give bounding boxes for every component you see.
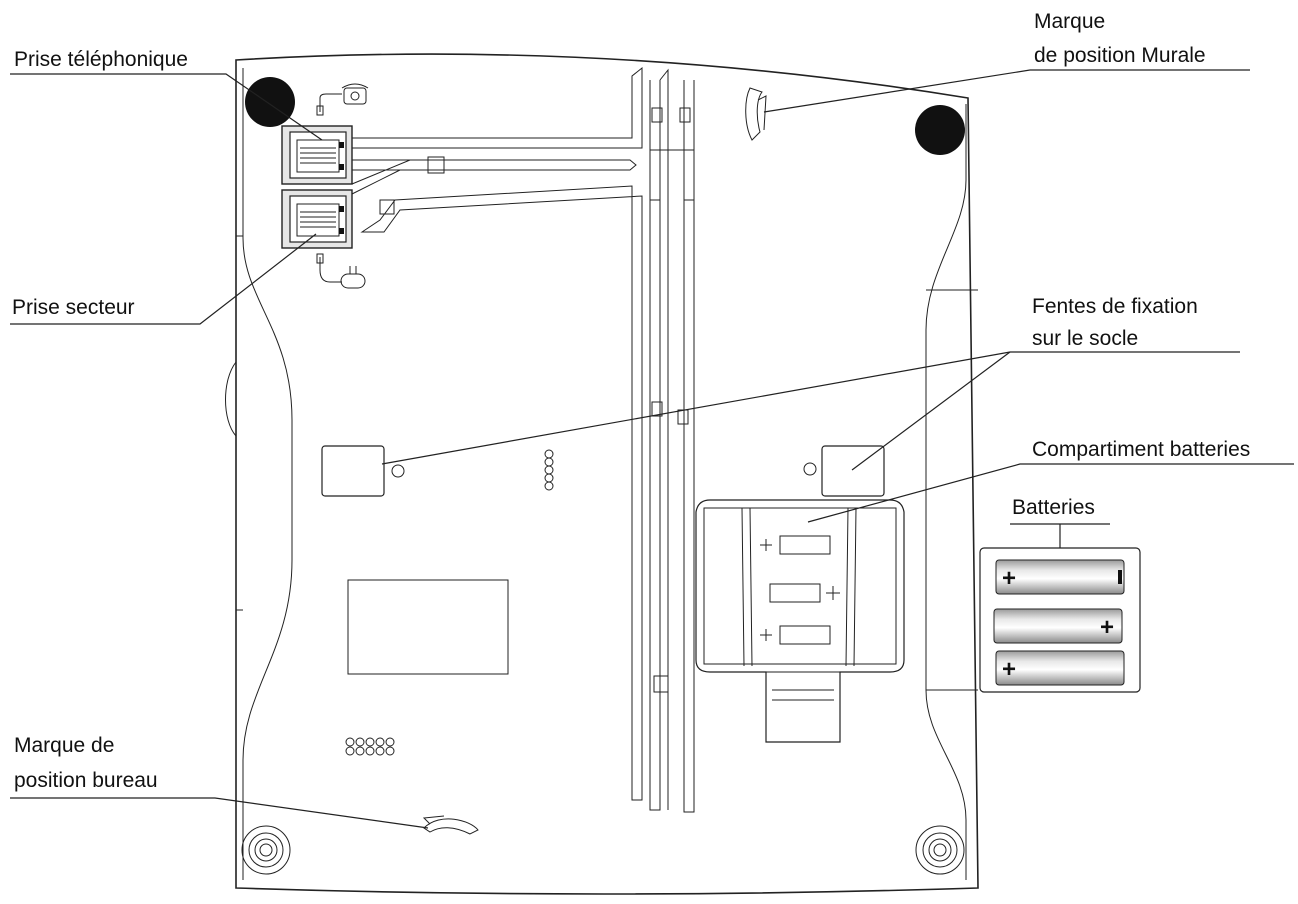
label-marque-murale-1: Marque <box>1034 10 1105 33</box>
label-batteries: Batteries <box>1012 496 1095 519</box>
label-compartiment: Compartiment batteries <box>1032 438 1250 461</box>
battery-1-plus: + <box>1002 565 1016 592</box>
screw-foot-left <box>241 825 291 875</box>
cable-channels <box>351 66 695 813</box>
label-marque-bureau-1: Marque de <box>14 734 114 757</box>
wall-position-mark <box>745 87 767 141</box>
plug-icon <box>316 253 366 289</box>
label-area <box>347 579 509 675</box>
label-marque-murale-2: de position Murale <box>1034 44 1206 67</box>
phone-body <box>225 53 979 895</box>
labels: Prise téléphonique Prise secteur Marque … <box>12 10 1250 792</box>
battery-2 <box>993 608 1123 644</box>
battery-3 <box>995 650 1125 686</box>
label-fentes-1: Fentes de fixation <box>1032 295 1198 318</box>
battery-3-plus: + <box>1002 656 1016 683</box>
power-jack <box>281 189 353 249</box>
battery-compartment <box>695 499 905 743</box>
battery-1 <box>995 559 1125 595</box>
desk-position-mark <box>422 815 479 835</box>
rubber-feet <box>241 77 965 875</box>
label-fentes-2: sur le socle <box>1032 327 1138 350</box>
label-prise-telephonique: Prise téléphonique <box>14 48 188 71</box>
batteries-panel: + + + <box>979 547 1141 693</box>
callout-lines <box>10 69 1294 829</box>
phone-jack <box>281 125 353 185</box>
battery-2-plus: + <box>1100 614 1114 641</box>
screw-foot-right <box>915 825 965 875</box>
mounting-slots <box>321 445 885 497</box>
label-prise-secteur: Prise secteur <box>12 296 135 319</box>
phone-icon <box>316 83 369 116</box>
vent-holes-bottom <box>345 737 395 756</box>
label-marque-bureau-2: position bureau <box>14 769 158 792</box>
vent-holes-top <box>544 449 554 491</box>
